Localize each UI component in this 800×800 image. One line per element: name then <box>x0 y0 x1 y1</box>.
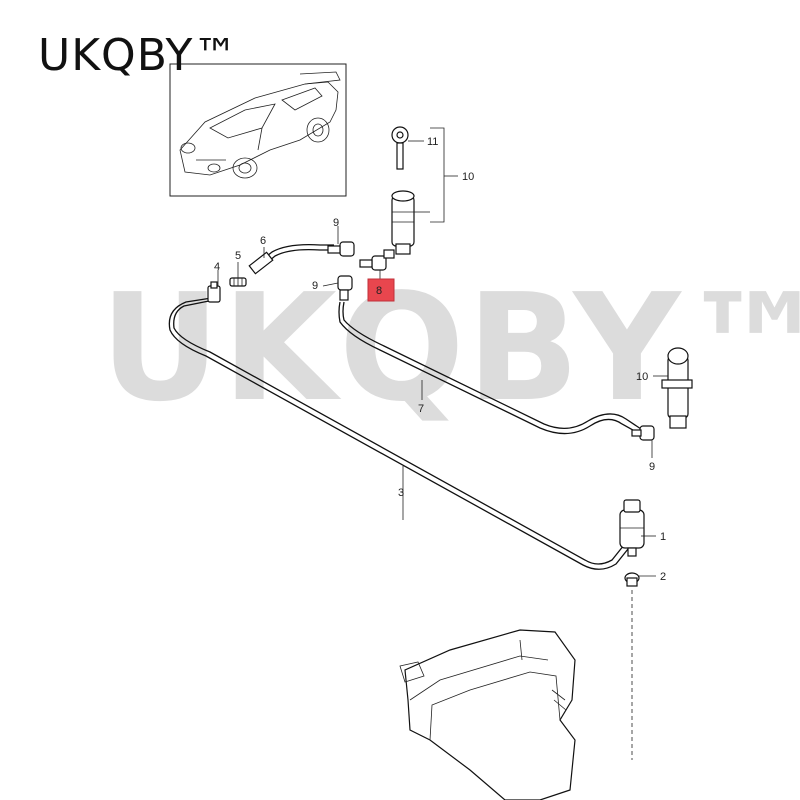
part-5-connector <box>229 277 247 287</box>
washer-nozzle-10-right <box>661 347 693 429</box>
callout-8-highlight: 8 <box>367 278 395 302</box>
callout-3: 3 <box>398 487 404 499</box>
washer-pump-1 <box>619 499 645 557</box>
part-9-fitting-top <box>327 241 355 257</box>
callout-8: 8 <box>376 285 382 297</box>
callout-6: 6 <box>260 235 266 247</box>
brand-logo: UKQBY™ <box>38 30 239 81</box>
part-9-fitting-right <box>631 425 655 441</box>
part-8-fitting <box>359 249 395 271</box>
callout-7: 7 <box>418 403 424 415</box>
callout-9-right: 9 <box>649 461 655 473</box>
leader-lines <box>217 127 668 577</box>
callout-9-left: 9 <box>312 280 318 292</box>
callout-10-top: 10 <box>462 171 474 183</box>
part-9-fitting-left <box>337 275 353 301</box>
callout-4: 4 <box>214 261 220 273</box>
callout-1: 1 <box>660 531 666 543</box>
callout-2: 2 <box>660 571 666 583</box>
hose-7 <box>338 301 642 435</box>
callout-11: 11 <box>427 136 438 148</box>
hose-6 <box>248 244 334 275</box>
callout-9-top: 9 <box>333 217 339 229</box>
hose-3 <box>168 296 633 570</box>
car-thumbnail <box>169 63 347 197</box>
callout-5: 5 <box>235 250 241 262</box>
part-4-connector <box>207 281 221 303</box>
washer-nozzle-10-top <box>391 190 415 255</box>
callout-10-right: 10 <box>636 371 648 383</box>
washer-reservoir <box>399 629 576 800</box>
cap-11 <box>391 126 409 170</box>
grommet-2 <box>624 572 640 587</box>
